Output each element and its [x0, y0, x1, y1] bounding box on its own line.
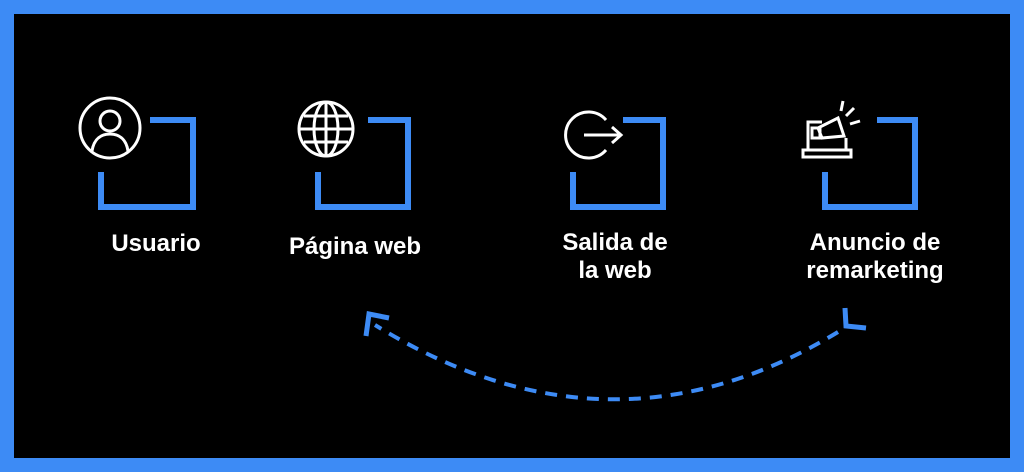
globe-icon [297, 100, 355, 158]
label-salida-line2: la web [578, 257, 652, 284]
label-anuncio-line1: Anuncio de [809, 229, 941, 256]
bracket-usuario [98, 117, 196, 210]
dashed-arc [373, 323, 840, 402]
label-salida-line1: Salida de [562, 229, 668, 256]
label-anuncio-line2: remarketing [806, 257, 944, 284]
user-icon [78, 96, 142, 160]
arrow-tail-right [842, 307, 867, 331]
megaphone-laptop-icon [800, 98, 866, 164]
arrowhead-left [363, 311, 390, 337]
label-pagina-web: Página web [288, 233, 422, 260]
exit-icon [560, 106, 624, 164]
label-usuario: Usuario [111, 230, 201, 257]
